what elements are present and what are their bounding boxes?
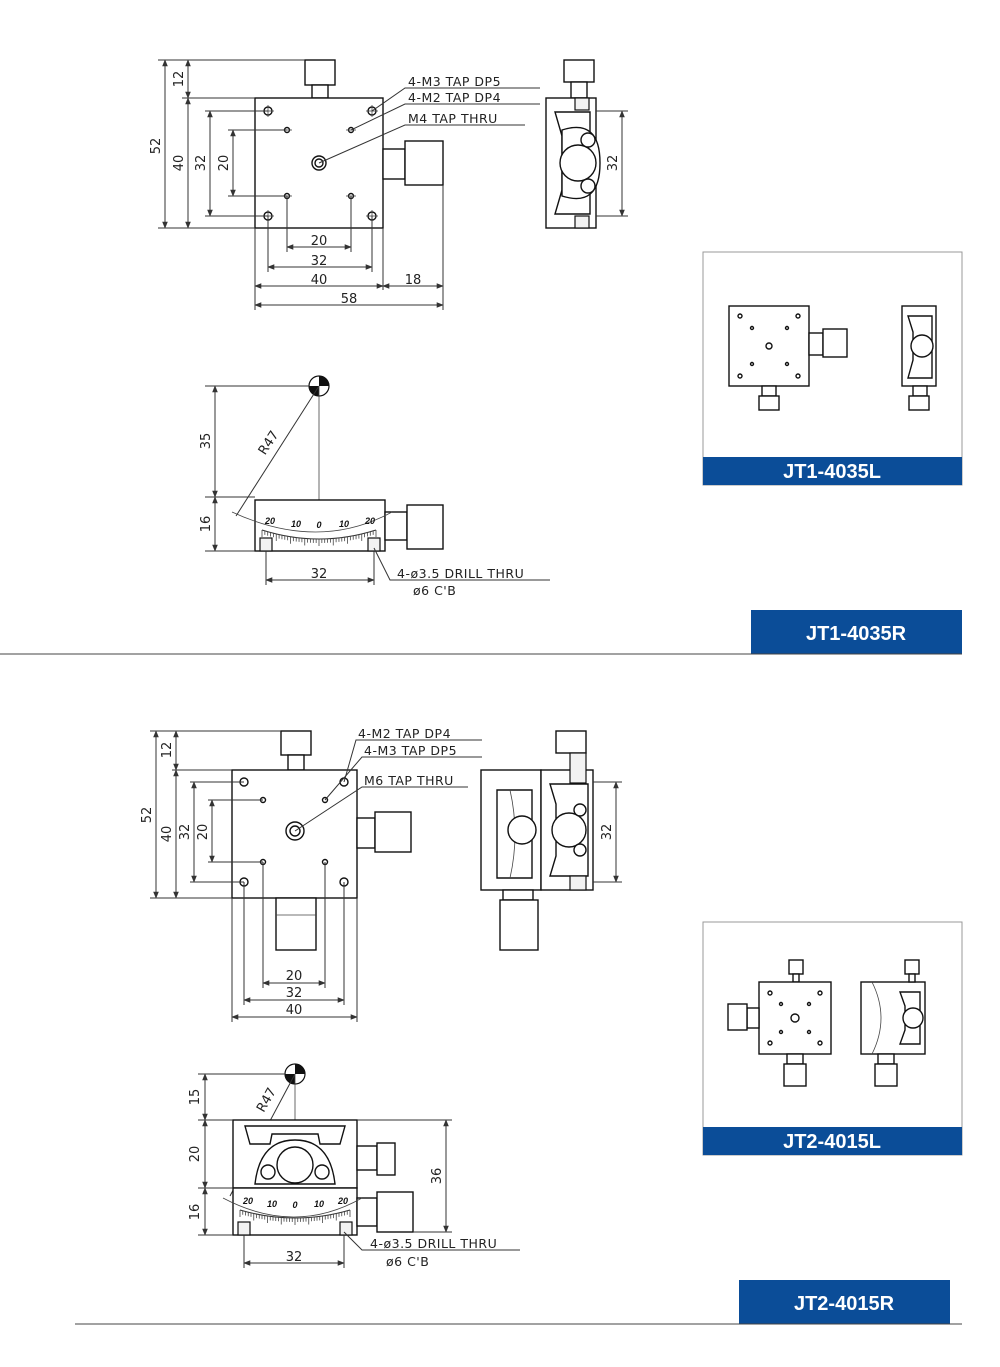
dim-inner-holes-v: 20 — [196, 824, 211, 841]
product1-photo-label: JT1-4035L — [783, 461, 881, 483]
scale-label: 0 — [316, 520, 321, 530]
dim-body-width: 40 — [311, 273, 328, 288]
scale-label: 20 — [364, 516, 375, 526]
dim-overall-width: 58 — [341, 292, 358, 307]
dim-side-holes: 32 — [600, 824, 615, 841]
note-counterbore: ø6 C'B — [386, 1254, 429, 1269]
note-m2-tap: 4-M2 TAP DP4 — [358, 726, 451, 741]
note-m6-tap: M6 TAP THRU — [364, 773, 454, 788]
dim-body-width: 40 — [286, 1003, 303, 1018]
dim-inner-holes-h: 20 — [286, 969, 303, 984]
side-knob — [404, 140, 444, 186]
dim-holes: 32 — [286, 1250, 303, 1265]
product1-photo-panel: JT1-4035L — [702, 251, 963, 486]
dim-knob: 12 — [160, 742, 175, 759]
dim-radius: R47 — [256, 428, 283, 458]
dim-inner-holes-h: 20 — [311, 234, 328, 249]
product1-front-view: 20 10 0 10 20 35 16 R47 32 4-ø3.5 DRILL … — [199, 375, 550, 598]
knob-top — [304, 59, 336, 86]
dim-knob-width: 18 — [405, 273, 422, 288]
note-drill-thru: 4-ø3.5 DRILL THRU — [370, 1236, 497, 1251]
scale-label: 10 — [314, 1199, 324, 1209]
product1-side-view: 32 — [545, 59, 628, 229]
scale-label: 20 — [242, 1196, 253, 1206]
dim-upper-height: 20 — [188, 1146, 203, 1163]
product1-banner: JT1-4035R — [751, 610, 962, 654]
dim-body-height: 40 — [172, 155, 187, 172]
scale-label: 10 — [291, 519, 301, 529]
scale-label: 10 — [267, 1199, 277, 1209]
dim-inner-holes-v: 20 — [217, 155, 232, 172]
dim-total-height: 36 — [430, 1168, 445, 1185]
scale-label: 20 — [264, 516, 275, 526]
note-counterbore: ø6 C'B — [413, 583, 456, 598]
dim-center-height: 35 — [199, 433, 214, 450]
product2-side-view: 32 — [480, 730, 622, 951]
dim-outer-holes-h: 32 — [286, 986, 303, 1001]
dim-outer-holes-v: 32 — [194, 155, 209, 172]
note-m3-tap: 4-M3 TAP DP5 — [364, 743, 457, 758]
product2-front-view: 20 10 0 10 20 15 20 16 36 R47 32 4-ø3.5 … — [188, 1063, 520, 1269]
scale-label: 0 — [292, 1200, 297, 1210]
dim-outer-holes-h: 32 — [311, 254, 328, 269]
note-drill-thru: 4-ø3.5 DRILL THRU — [397, 566, 524, 581]
product2-banner: JT2-4015R — [739, 1280, 950, 1324]
product2-top-view: 52 12 40 32 20 20 32 40 4-M2 TAP DP4 4-M… — [140, 726, 482, 1022]
dim-side-holes: 32 — [606, 155, 621, 172]
dim-knob: 12 — [172, 71, 187, 88]
note-m2-tap: 4-M2 TAP DP4 — [408, 90, 501, 105]
product2-photo-panel: JT2-4015L — [702, 921, 963, 1156]
scale-label: 10 — [339, 519, 349, 529]
dim-outer-holes-v: 32 — [178, 824, 193, 841]
product2-banner-label: JT2-4015R — [794, 1293, 895, 1315]
dim-body-height: 40 — [160, 826, 175, 843]
dim-overall-height: 52 — [149, 138, 164, 155]
note-m3-tap: 4-M3 TAP DP5 — [408, 74, 501, 89]
dim-lower-height: 16 — [188, 1204, 203, 1221]
dim-holes: 32 — [311, 567, 328, 582]
dim-overall-height: 52 — [140, 807, 155, 824]
dim-body-height: 16 — [199, 516, 214, 533]
front-body — [254, 499, 386, 552]
dim-center-height: 15 — [188, 1089, 203, 1106]
note-m4-tap: M4 TAP THRU — [408, 111, 498, 126]
scale-label: 20 — [337, 1196, 348, 1206]
product2-photo-label: JT2-4015L — [783, 1131, 881, 1153]
product1-top-view: 52 12 40 32 20 20 32 40 18 58 4-M3 TAP D… — [149, 59, 540, 310]
product1-banner-label: JT1-4035R — [806, 623, 907, 645]
